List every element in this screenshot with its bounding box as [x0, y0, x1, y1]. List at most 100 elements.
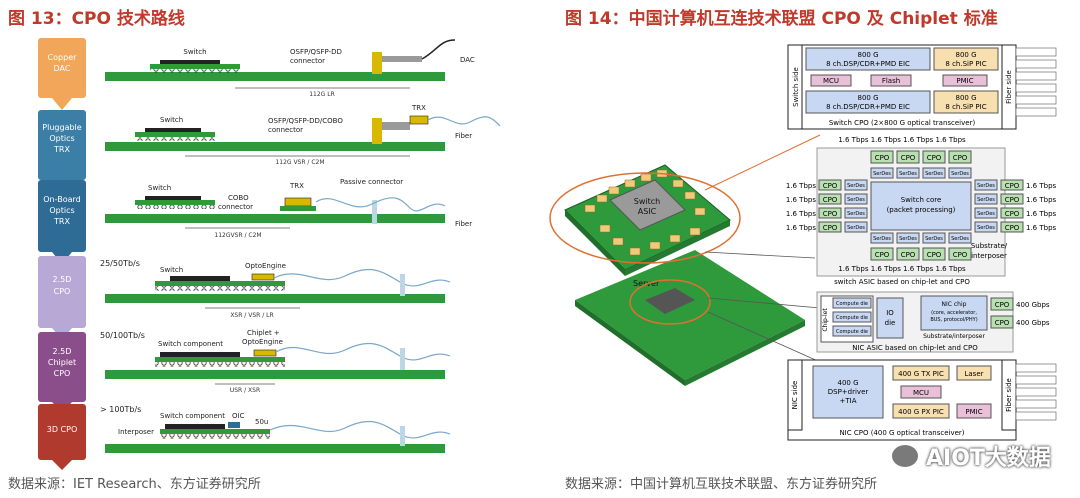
- stage-on-board: On-Board Optics TRX: [38, 180, 86, 264]
- svg-text:1.6 Tbps: 1.6 Tbps: [1026, 224, 1057, 232]
- svg-text:SerDes: SerDes: [847, 197, 865, 203]
- svg-text:Optics: Optics: [49, 206, 74, 215]
- svg-text:Compute die: Compute die: [836, 315, 868, 321]
- svg-text:1.6 Tbps: 1.6 Tbps: [786, 210, 817, 218]
- svg-text:SerDes: SerDes: [951, 171, 969, 177]
- svg-text:OIC: OIC: [232, 412, 245, 420]
- nic-fiber-side-label: Fiber side: [1005, 378, 1013, 412]
- svg-text:OSFP/QSFP-DD/COBO: OSFP/QSFP-DD/COBO: [268, 117, 343, 125]
- row-2-5d-cpo: 25/50Tb/s Switch OptoEngine XSR / VSR / …: [100, 259, 451, 319]
- svg-text:800 G: 800 G: [955, 51, 976, 59]
- svg-text:Switch: Switch: [160, 116, 183, 124]
- svg-text:CPO: CPO: [875, 251, 890, 259]
- svg-text:Fiber: Fiber: [455, 132, 472, 140]
- svg-text:112G VSR / C2M: 112G VSR / C2M: [275, 159, 324, 166]
- stage-pluggable: Pluggable Optics TRX: [38, 110, 86, 192]
- svg-text:Pluggable: Pluggable: [42, 123, 81, 132]
- svg-text:Passive connector: Passive connector: [340, 178, 403, 186]
- svg-text:8 ch.DSP/CDR+PMD EIC: 8 ch.DSP/CDR+PMD EIC: [826, 103, 910, 111]
- fiber-side-label: Fiber side: [1005, 70, 1013, 104]
- svg-text:1.6 Tbps: 1.6 Tbps: [786, 196, 817, 204]
- svg-text:SerDes: SerDes: [899, 171, 917, 177]
- svg-text:CPO: CPO: [927, 154, 942, 162]
- svg-text:SerDes: SerDes: [925, 171, 943, 177]
- svg-text:CPO: CPO: [54, 287, 71, 296]
- nic-cpo-caption: NIC CPO (400 G optical transceiver): [839, 429, 964, 437]
- svg-text:SerDes: SerDes: [977, 183, 995, 189]
- nic-side-label: NIC side: [791, 381, 799, 410]
- svg-text:die: die: [885, 319, 896, 327]
- stage-label: DAC: [54, 64, 71, 73]
- switch-cpo-caption: Switch CPO (2×800 G optical transceiver): [829, 119, 976, 127]
- nic-asic-caption: NIC ASIC based on chip-let and CPO: [852, 344, 978, 352]
- svg-text:XSR / VSR / LR: XSR / VSR / LR: [230, 312, 273, 319]
- right-source: 数据来源：中国计算机互联技术联盟、东方证券研究所: [565, 477, 878, 492]
- svg-text:IO: IO: [886, 309, 894, 317]
- svg-text:CPO: CPO: [1005, 196, 1020, 204]
- nic-pmic-label: PMIC: [965, 408, 982, 416]
- svg-text:SerDes: SerDes: [847, 183, 865, 189]
- svg-text:(core, accelerator,: (core, accelerator,: [931, 310, 977, 316]
- switch-asic-chip: Switch ASIC: [564, 164, 731, 276]
- svg-text:TRX: TRX: [53, 217, 70, 226]
- svg-text:3D CPO: 3D CPO: [47, 425, 78, 434]
- svg-text:800 G: 800 G: [857, 94, 878, 102]
- svg-text:Chiplet: Chiplet: [48, 358, 76, 367]
- svg-text:1.6 Tbps: 1.6 Tbps: [1026, 210, 1057, 218]
- svg-text:25/50Tb/s: 25/50Tb/s: [100, 259, 140, 268]
- svg-text:CPO: CPO: [901, 154, 916, 162]
- svg-text:CPO: CPO: [54, 369, 71, 378]
- tx-pic-label: 400 G TX PIC: [898, 370, 944, 378]
- svg-text:On-Board: On-Board: [43, 195, 80, 204]
- svg-text:Substrate/: Substrate/: [971, 242, 1008, 250]
- pmic-label: PMIC: [956, 77, 973, 85]
- stage-copper-dac: Copper DAC: [38, 38, 86, 110]
- svg-text:8 ch.SiP PIC: 8 ch.SiP PIC: [945, 103, 986, 111]
- svg-text:connector: connector: [290, 57, 325, 65]
- svg-text:CPO: CPO: [901, 251, 916, 259]
- cpo-roadmap-diagram: Copper DAC Pluggable Optics TRX On-Board…: [38, 38, 501, 470]
- svg-text:NIC chip: NIC chip: [942, 301, 967, 308]
- wechat-icon: [890, 443, 920, 469]
- svg-text:TRX: TRX: [289, 182, 304, 190]
- svg-text:Compute die: Compute die: [836, 301, 868, 307]
- chiplet-label: Chip-let: [822, 308, 829, 332]
- svg-text:CPO: CPO: [995, 319, 1010, 327]
- svg-text:SerDes: SerDes: [925, 236, 943, 242]
- svg-text:Compute die: Compute die: [836, 329, 868, 335]
- svg-text:CPO: CPO: [953, 251, 968, 259]
- svg-text:400 G: 400 G: [837, 379, 858, 387]
- svg-text:SerDes: SerDes: [873, 236, 891, 242]
- rx-pic-label: 400 G PX PIC: [898, 408, 944, 416]
- svg-text:400 Gbps: 400 Gbps: [1016, 301, 1050, 309]
- left-source: 数据来源：IET Research、东方证券研究所: [8, 477, 261, 492]
- svg-text:CPO: CPO: [823, 196, 838, 204]
- svg-text:ASIC: ASIC: [638, 207, 657, 216]
- svg-text:Switch: Switch: [634, 197, 660, 206]
- stage-label: Copper: [48, 53, 78, 62]
- svg-text:TRX: TRX: [53, 145, 70, 154]
- stage-2-5d-chiplet-cpo: 2.5D Chiplet CPO: [38, 332, 86, 414]
- svg-text:CPO: CPO: [1005, 182, 1020, 190]
- watermark-text: AIOT大数据: [926, 446, 1051, 471]
- svg-text:(packet processing): (packet processing): [887, 206, 956, 214]
- svg-text:8 ch.SiP PIC: 8 ch.SiP PIC: [945, 60, 986, 68]
- row-2-5d-chiplet: 50/100Tb/s Switch component Chiplet + Op…: [100, 329, 451, 394]
- svg-text:Switch core: Switch core: [901, 196, 942, 204]
- svg-text:CPO: CPO: [823, 210, 838, 218]
- svg-text:SerDes: SerDes: [951, 236, 969, 242]
- svg-text:800 G: 800 G: [955, 94, 976, 102]
- stage-3d-cpo: 3D CPO: [38, 404, 86, 470]
- nic-mcu-label: MCU: [913, 389, 929, 397]
- svg-text:SerDes: SerDes: [873, 171, 891, 177]
- svg-text:1.6 Tbps: 1.6 Tbps: [1026, 182, 1057, 190]
- svg-text:SerDes: SerDes: [977, 197, 995, 203]
- svg-text:Interposer: Interposer: [118, 428, 154, 436]
- row-3d-cpo: > 100Tb/s Switch component OIC 50u Inter…: [100, 405, 451, 453]
- svg-text:400 Gbps: 400 Gbps: [1016, 319, 1050, 327]
- svg-text:DSP+driver: DSP+driver: [828, 388, 869, 396]
- row-copper: Switch DAC OSFP/QSFP-DD connector 112G L…: [105, 39, 475, 98]
- svg-text:1.6 Tbps 1.6 Tbps 1.6 Tbps 1.6: 1.6 Tbps 1.6 Tbps 1.6 Tbps 1.6 Tbps: [838, 265, 966, 273]
- svg-text:Switch component: Switch component: [158, 340, 223, 348]
